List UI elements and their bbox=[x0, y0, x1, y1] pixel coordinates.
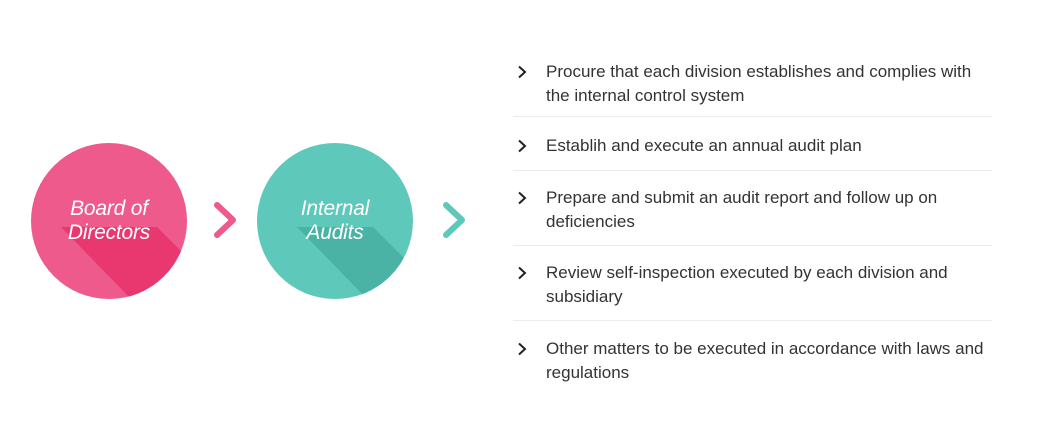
node-label-line: Directors bbox=[67, 221, 151, 244]
list-item-text: Prepare and submit an audit report and f… bbox=[546, 188, 938, 231]
chevron-right-icon bbox=[518, 342, 527, 356]
list-item-text: Review self-inspection executed by each … bbox=[546, 263, 948, 306]
divider bbox=[513, 170, 992, 171]
chevron-right-icon bbox=[518, 139, 527, 153]
list-item-text: Other matters to be executed in accordan… bbox=[546, 339, 984, 382]
divider bbox=[513, 116, 992, 117]
chevron-right-icon bbox=[518, 65, 527, 79]
internal-audits-node: Internal Audits bbox=[257, 143, 413, 299]
long-shadow bbox=[61, 227, 187, 299]
long-shadow bbox=[297, 227, 413, 299]
chevron-right-icon bbox=[443, 202, 465, 238]
chevron-right-icon bbox=[518, 266, 527, 280]
list-item-text: Establih and execute an annual audit pla… bbox=[546, 136, 862, 155]
internal-audits-label: Internal Audits bbox=[257, 197, 413, 245]
chevron-right-icon bbox=[518, 191, 527, 205]
board-of-directors-node: Board of Directors bbox=[31, 143, 187, 299]
divider bbox=[513, 245, 992, 246]
node-label-line: Audits bbox=[306, 221, 364, 244]
board-of-directors-label: Board of Directors bbox=[31, 197, 187, 245]
node-label-line: Internal bbox=[300, 197, 370, 220]
divider bbox=[513, 320, 992, 321]
chevron-right-icon bbox=[214, 202, 236, 238]
list-item-text: Procure that each division establishes a… bbox=[546, 62, 972, 105]
node-label-line: Board of bbox=[70, 197, 148, 220]
